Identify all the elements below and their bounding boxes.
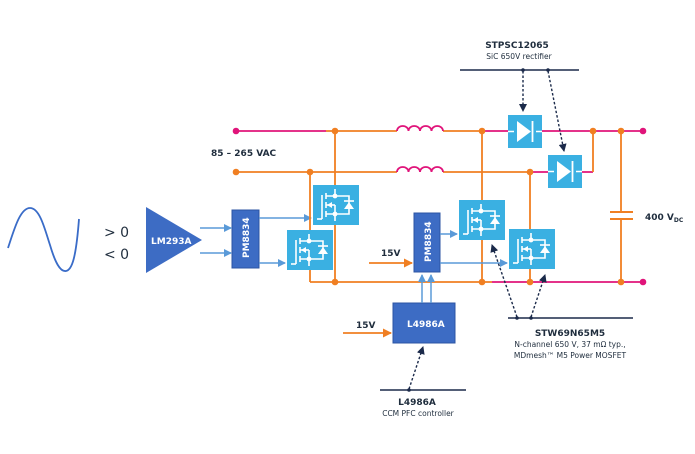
callout-anchor-dot xyxy=(529,316,533,320)
controller-callout-desc: CCM PFC controller xyxy=(382,409,454,418)
rectifier-callout-desc: SiC 650V rectifier xyxy=(486,52,552,61)
junction-dot xyxy=(331,278,339,286)
controller-callout-title: L4986A xyxy=(398,398,436,408)
mosfet-left-high-icon xyxy=(312,184,360,226)
output-voltage-label: 400 VDC xyxy=(645,213,684,224)
junction-dot xyxy=(478,278,486,286)
junction-dot xyxy=(306,168,314,176)
junction-dots xyxy=(232,127,647,286)
lm293a-label: LM293A xyxy=(151,237,191,247)
mosfet-left-low-icon xyxy=(286,229,334,271)
pm8834-left-label: PM8834 xyxy=(242,217,252,258)
rectifier-pointer-2 xyxy=(547,70,567,152)
output-voltage-subscript: DC xyxy=(674,217,684,224)
terminal-dot xyxy=(639,127,647,135)
callout-anchor-dot xyxy=(407,388,411,392)
rectifier-callout-title: STPSC12065 xyxy=(485,41,549,51)
junction-dot xyxy=(526,278,534,286)
pm8834-driver-right xyxy=(413,212,441,273)
mosfet-right-low-icon xyxy=(508,228,556,270)
mosfet-pointer-1 xyxy=(490,244,518,318)
junction-dot xyxy=(331,127,339,135)
lm293a-comparator xyxy=(146,207,202,273)
comparator-level-negative: < 0 xyxy=(104,247,129,263)
mosfet-callout-desc-2: MDmesh™ M5 Power MOSFET xyxy=(514,351,627,360)
supply-15v-driver-label: 15V xyxy=(381,249,401,259)
mosfet-pointer-2 xyxy=(530,274,547,318)
l4986a-chip-label: L4986A xyxy=(407,320,445,330)
l4986a-controller-chip xyxy=(392,302,456,344)
pm8834-driver-left xyxy=(231,209,260,269)
ac-input-label: 85 – 265 VAC xyxy=(211,149,277,159)
sic-diode-2-icon xyxy=(547,154,583,189)
comparator-level-positive: > 0 xyxy=(104,225,129,241)
ac-sine-wave-icon xyxy=(7,207,80,272)
junction-dot xyxy=(617,278,625,286)
mosfet-callout-title: STW69N65M5 xyxy=(535,329,605,339)
pm8834-right-label: PM8834 xyxy=(424,221,434,262)
mosfet-right-high-icon xyxy=(458,199,506,241)
terminal-dot xyxy=(232,127,240,135)
callout-anchor-dot xyxy=(521,68,525,72)
junction-dot xyxy=(478,127,486,135)
junction-dot xyxy=(526,168,534,176)
inductor-1-icon xyxy=(396,125,444,132)
callout-anchor-dot xyxy=(546,68,550,72)
supply-15v-controller-label: 15V xyxy=(356,321,376,331)
junction-dot xyxy=(589,127,597,135)
inductor-2-icon xyxy=(396,166,444,173)
sic-diode-1-icon xyxy=(507,114,543,149)
callout-anchor-dot xyxy=(515,316,519,320)
output-voltage-value: 400 V xyxy=(645,213,674,223)
mosfet-callout-desc-1: N-channel 650 V, 37 mΩ typ., xyxy=(514,340,625,349)
junction-dot xyxy=(617,127,625,135)
terminal-dot xyxy=(639,278,647,286)
terminal-dot xyxy=(232,168,240,176)
controller-pointer xyxy=(408,346,425,390)
